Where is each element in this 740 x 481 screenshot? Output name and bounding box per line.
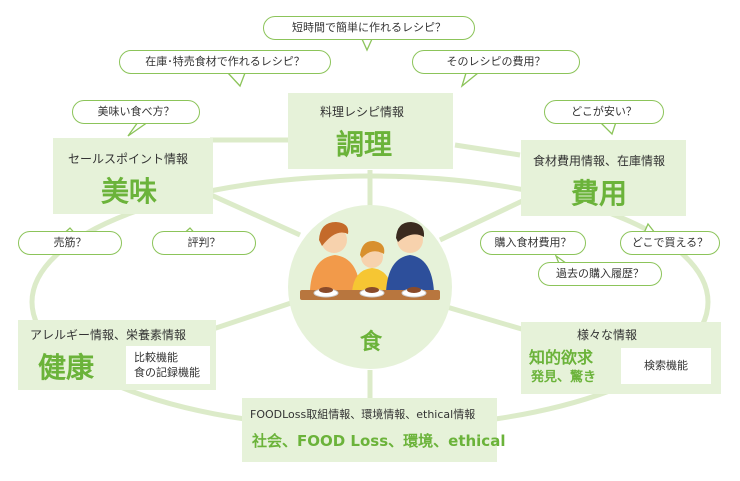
curiosity-subtitle: 様々な情報 bbox=[577, 328, 638, 342]
bubble-stock: 在庫･特売食材で作れるレシピ？ bbox=[119, 50, 331, 74]
cooking-title: 調理 bbox=[336, 128, 393, 161]
cost-title: 費用 bbox=[571, 177, 628, 210]
bubble-sales: 売筋？ bbox=[18, 231, 122, 255]
cost-subtitle: 食材費用情報、在庫情報 bbox=[533, 154, 666, 168]
health-box: アレルギー情報、栄養素情報 健康 比較機能 食の記録機能 bbox=[18, 320, 216, 390]
bubble-how-to-eat: 美味い食べ方？ bbox=[72, 100, 200, 124]
bubble-cost: そのレシピの費用？ bbox=[412, 50, 580, 74]
curiosity-box: 様々な情報 知的欲求 発見、驚き 検索機能 bbox=[521, 322, 721, 394]
curiosity-title: 知的欲求 bbox=[529, 348, 594, 367]
family-illustration bbox=[300, 222, 440, 300]
society-subtitle: FOODLoss取組情報、環境情報、ethical情報 bbox=[250, 408, 476, 421]
bubble-history: 過去の購入履歴？ bbox=[538, 262, 662, 286]
cooking-box: 料理レシピ情報 調理 bbox=[288, 93, 453, 169]
bubble-short-time: 短時間で簡単に作れるレシピ？ bbox=[263, 16, 475, 40]
bubble-where-cheap: どこが安い？ bbox=[544, 100, 664, 124]
cooking-subtitle: 料理レシピ情報 bbox=[320, 105, 405, 119]
society-title: 社会、FOOD Loss、環境、ethical bbox=[252, 432, 506, 450]
health-title: 健康 bbox=[38, 351, 95, 384]
bubble-purchase-cost: 購入食材費用？ bbox=[480, 231, 586, 255]
center-label: 食 bbox=[360, 330, 383, 355]
society-box: FOODLoss取組情報、環境情報、ethical情報 社会、FOOD Loss… bbox=[242, 398, 505, 462]
search-feature: 検索機能 bbox=[621, 348, 711, 384]
bubble-where-buy: どこで買える？ bbox=[620, 231, 720, 255]
taste-box: セールスポイント情報 美味 bbox=[53, 138, 213, 214]
feature-compare: 比較機能 bbox=[134, 351, 178, 364]
taste-subtitle: セールスポイント情報 bbox=[68, 152, 189, 166]
health-features: 比較機能 食の記録機能 bbox=[126, 346, 210, 384]
feature-food-log: 食の記録機能 bbox=[134, 366, 200, 379]
curiosity-subtitle-2: 発見、驚き bbox=[531, 370, 597, 385]
health-subtitle: アレルギー情報、栄養素情報 bbox=[30, 328, 187, 342]
taste-title: 美味 bbox=[101, 175, 158, 208]
cost-box: 食材費用情報、在庫情報 費用 bbox=[521, 140, 686, 216]
feature-search: 検索機能 bbox=[644, 359, 688, 372]
bubble-reputation: 評判？ bbox=[152, 231, 256, 255]
